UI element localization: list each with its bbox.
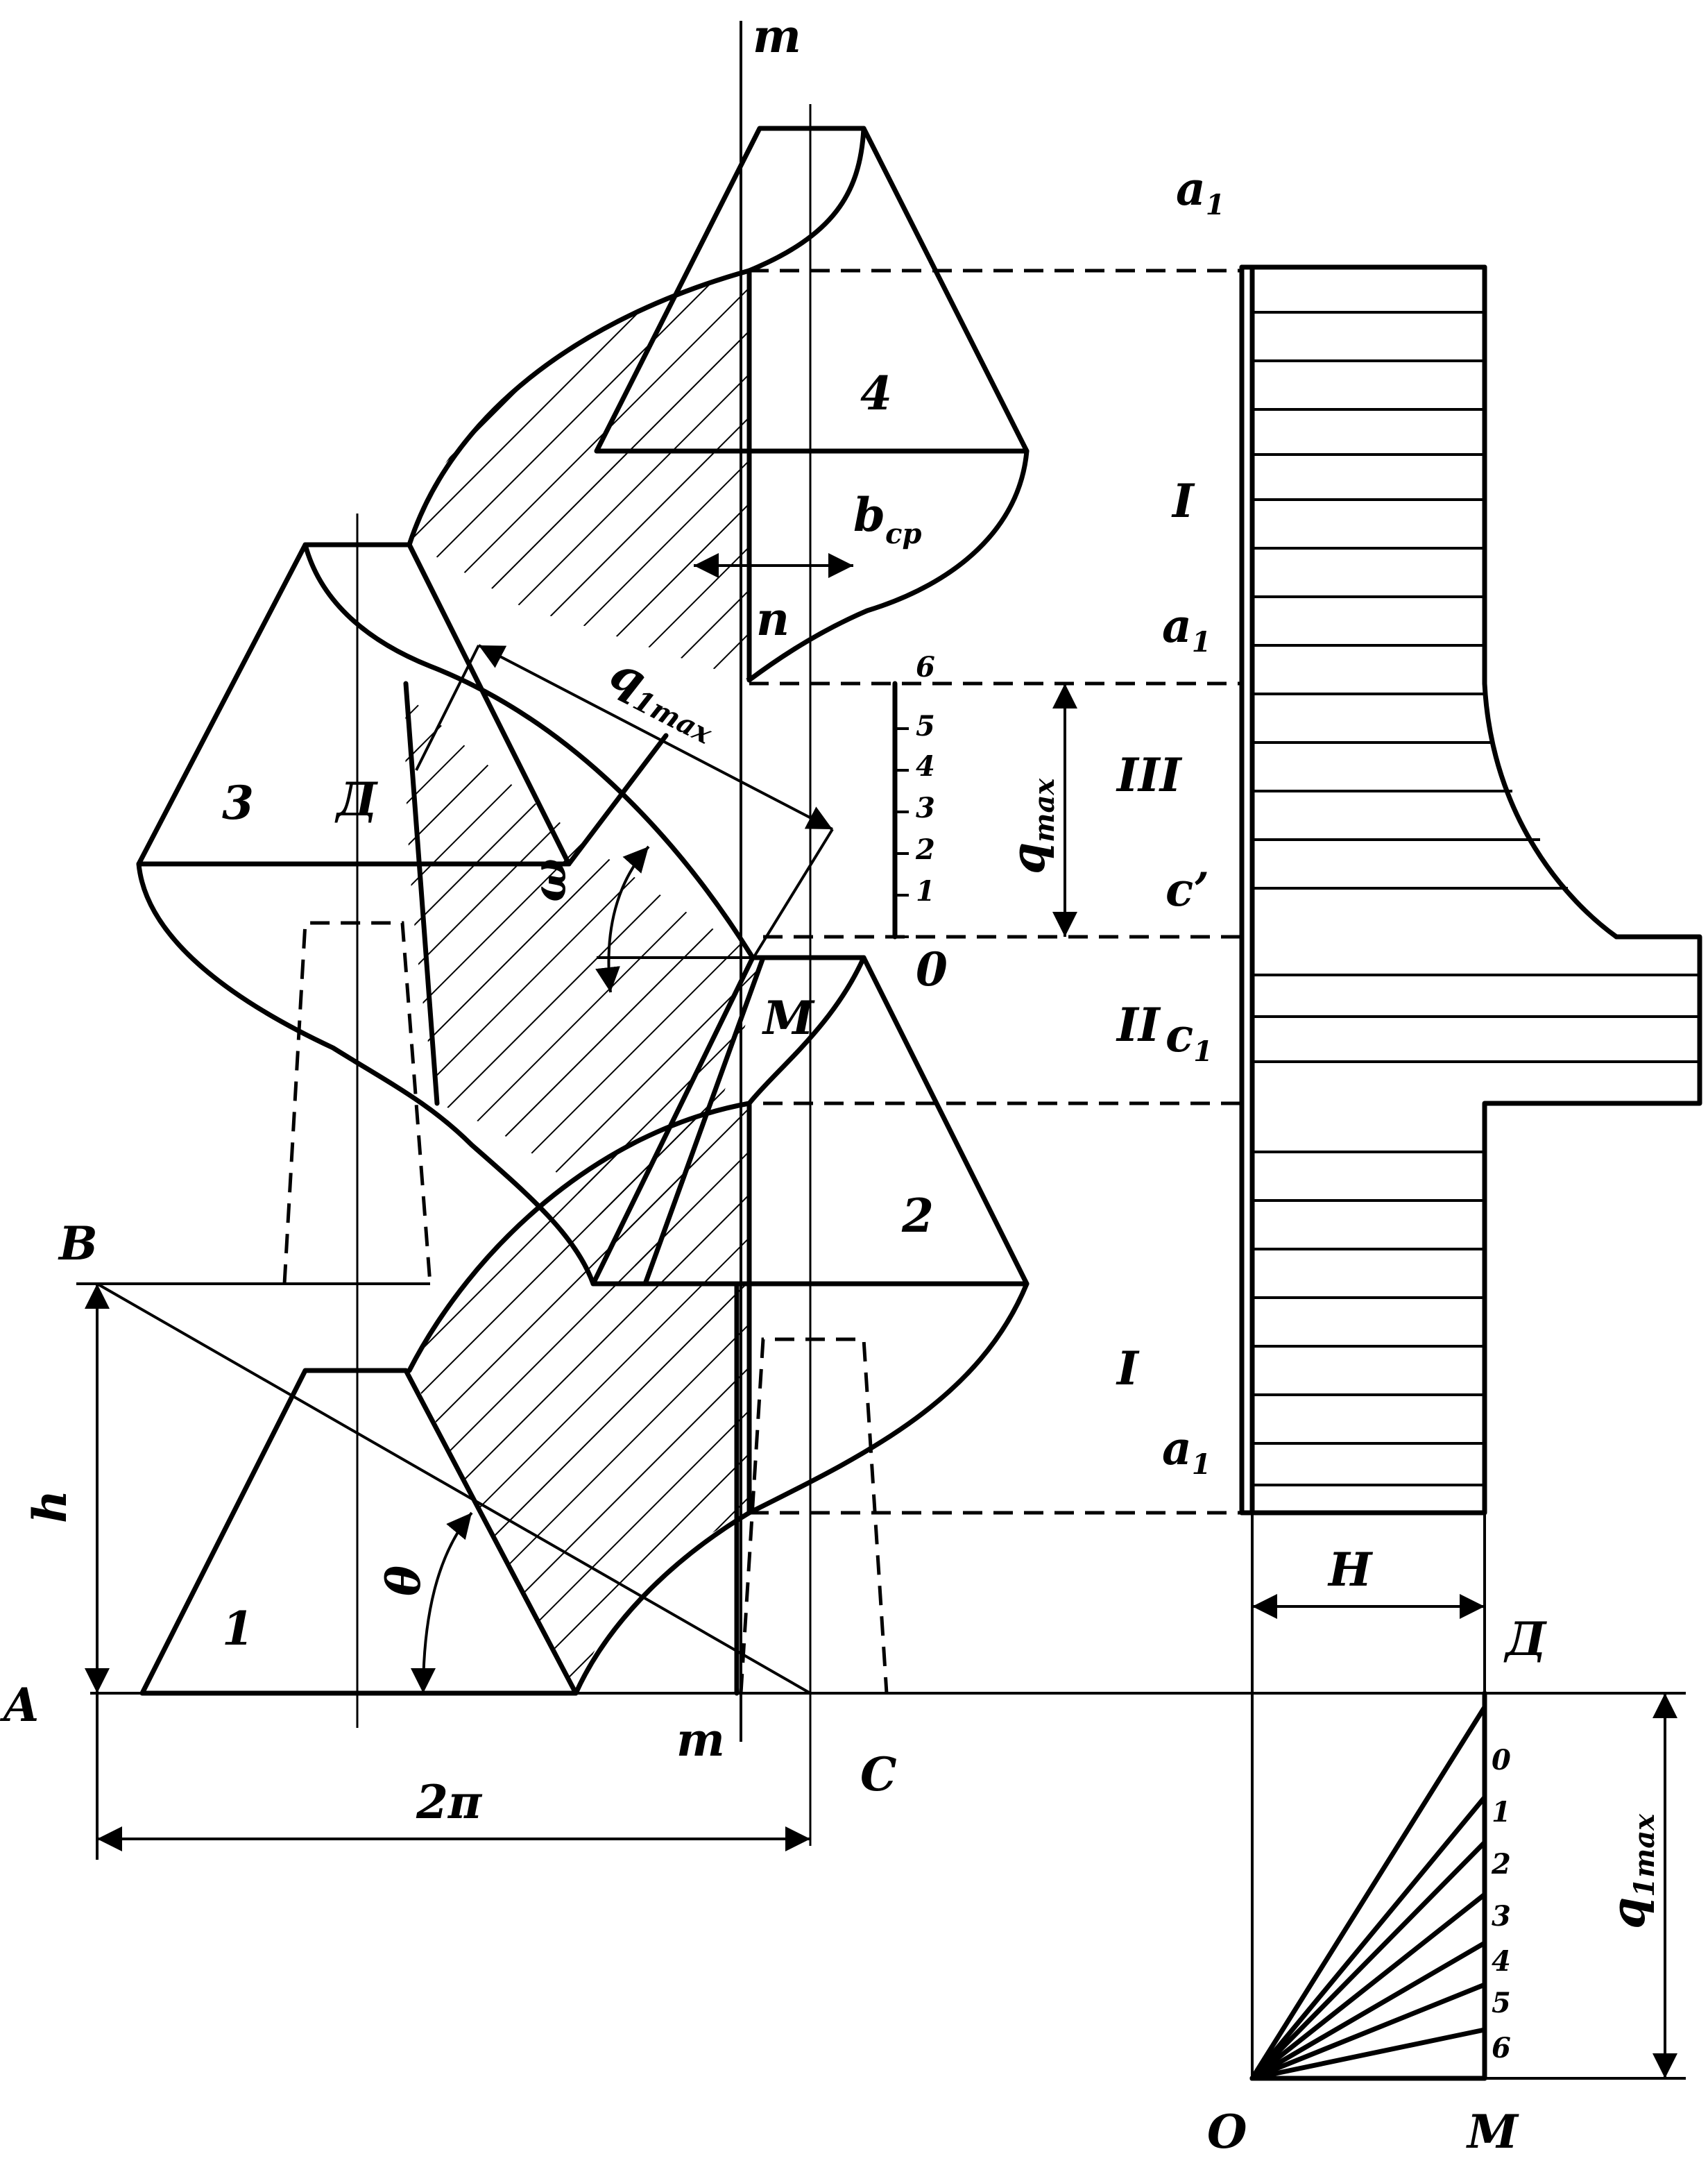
strip-hatch <box>1252 311 1700 1486</box>
label-c1: c1 <box>1165 1008 1213 1068</box>
cut-edge-left <box>403 681 440 1106</box>
label-n: n <box>756 592 789 646</box>
ray-label-6: 6 <box>1492 2032 1511 2064</box>
hidden-trapezoid-right <box>739 1337 889 1694</box>
dim-q1max-ext <box>748 828 834 966</box>
strip-curve <box>1482 681 1619 940</box>
dim-q1max-inclined <box>478 644 833 831</box>
strip-right-bottom <box>1249 934 1702 1516</box>
label-M-bottom: M <box>1466 2105 1519 2159</box>
label-D-left: Д <box>334 772 378 826</box>
cut-edge-notch <box>566 733 669 867</box>
label-D-right: Д <box>1503 1612 1547 1666</box>
label-zero-mid: 0 <box>916 942 948 996</box>
label-body-4: 4 <box>860 366 892 421</box>
label-omega: ω <box>522 858 577 902</box>
label-c-prime: c’ <box>1165 863 1209 917</box>
label-H: H <box>1327 1543 1374 1597</box>
label-a1-top: a1 <box>1176 162 1225 221</box>
scale-label-2: 2 <box>915 833 935 866</box>
ray-label-0: 0 <box>1492 1744 1511 1776</box>
label-body-2: 2 <box>901 1189 934 1243</box>
scale-label-3: 3 <box>916 792 935 824</box>
scale-label-1: 1 <box>916 875 935 908</box>
label-a1-mid: a1 <box>1162 599 1211 659</box>
label-theta: θ <box>377 1566 431 1596</box>
ray-label-2: 2 <box>1491 1848 1511 1881</box>
theta-arc <box>411 1511 473 1694</box>
label-m-bottom: m <box>676 1713 725 1767</box>
label-O: O <box>1207 2105 1247 2159</box>
label-region-III: III <box>1116 748 1183 802</box>
ray-label-4: 4 <box>1492 1945 1511 1978</box>
label-body-3: 3 <box>222 776 254 830</box>
helix-curve-1 <box>407 1101 752 1373</box>
ray-label-3: 3 <box>1492 1900 1511 1933</box>
fan-rays <box>1249 1704 1487 2081</box>
label-body-1: 1 <box>222 1602 254 1656</box>
diagonal-bc <box>96 1282 811 1695</box>
scale-label-4: 4 <box>916 750 935 783</box>
scale-label-5: 5 <box>916 710 935 743</box>
hatch-band-middle <box>405 694 763 1284</box>
hidden-trapezoid-left <box>282 921 432 1284</box>
body-1-outline <box>139 1368 579 1696</box>
label-h: h <box>23 1490 77 1523</box>
ray-label-5: 5 <box>1492 1987 1511 2019</box>
label-region-I-top: I <box>1171 474 1195 528</box>
label-M-mid: M <box>762 991 815 1045</box>
hatch-band-upper <box>409 271 749 680</box>
label-region-I-low: I <box>1116 1341 1140 1395</box>
helix-curve-3 <box>136 861 596 1287</box>
helix-curve-1b <box>573 1281 1030 1696</box>
label-m-top: m <box>753 9 801 63</box>
label-qmax: qmax <box>1001 778 1061 874</box>
label-region-II: II <box>1116 998 1161 1052</box>
label-A: A <box>0 1678 39 1732</box>
label-C: C <box>860 1747 897 1801</box>
scale-label-6: 6 <box>916 651 935 684</box>
omega-arc <box>595 845 650 993</box>
label-bcp: bcp <box>853 488 922 550</box>
label-a1-low: a1 <box>1162 1421 1211 1481</box>
helix-curve-4 <box>407 126 866 548</box>
label-2pi: 2π <box>416 1775 483 1829</box>
helix-curve-2 <box>746 955 866 1106</box>
cut-edge-right <box>642 955 766 1287</box>
dim-q1max-ext2 <box>415 645 480 771</box>
label-B: B <box>58 1216 98 1271</box>
ray-label-1: 1 <box>1492 1796 1511 1829</box>
label-q1max-right: q1max <box>1601 1813 1661 1929</box>
